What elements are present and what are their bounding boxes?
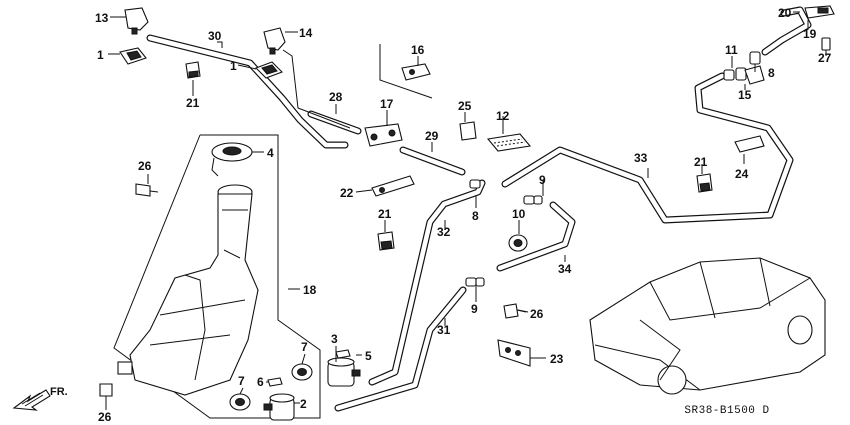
callout-2: 2 [300, 397, 307, 411]
callout-1: 1 [97, 48, 104, 62]
callout-5: 5 [365, 349, 372, 363]
callout-19: 19 [803, 27, 817, 41]
callout-3: 3 [331, 332, 338, 346]
callout-4: 4 [267, 146, 274, 160]
callout-8: 8 [768, 66, 775, 80]
callout-10: 10 [512, 207, 526, 221]
callout-26: 26 [138, 159, 152, 173]
callout-28: 28 [329, 90, 343, 104]
grommet-1-right [255, 61, 283, 79]
callout-labels: 13 1 30 14 1 21 28 17 16 25 12 29 20 19 … [95, 6, 832, 424]
pump-3 [327, 357, 361, 387]
connector-23 [497, 339, 531, 367]
joint-11 [723, 67, 747, 81]
callout-20: 20 [778, 6, 792, 20]
bolt-26-c [99, 383, 113, 405]
clip-21-a [185, 61, 201, 79]
callout-11: 11 [725, 43, 738, 57]
callout-18: 18 [303, 283, 317, 297]
callout-14: 14 [299, 26, 313, 40]
nozzle-14 [263, 27, 286, 55]
cap-4 [211, 142, 253, 177]
front-arrow-icon [12, 389, 51, 411]
bolt-26-a [135, 183, 159, 197]
bracket-16 [401, 63, 431, 81]
clip-25 [459, 121, 477, 141]
callout-7-b: 7 [238, 374, 245, 388]
callout-24: 24 [735, 167, 749, 181]
callout-21-b: 21 [378, 207, 392, 221]
connector-8-b [749, 51, 761, 65]
nozzle-19 [804, 5, 835, 19]
leader-lines [105, 11, 827, 410]
hose-33 [501, 72, 794, 224]
check-valve-9-b [465, 277, 485, 287]
nut-27 [821, 37, 831, 51]
callout-26-c: 26 [98, 410, 112, 424]
check-valve-9-a [523, 195, 543, 205]
connector-8-a [469, 179, 481, 189]
callout-8-b: 8 [472, 209, 479, 223]
front-direction-label: FR. [50, 386, 68, 398]
seal-6 [267, 377, 283, 387]
clip-24 [734, 135, 765, 153]
hose-31 [334, 286, 467, 412]
car-silhouette [589, 257, 826, 395]
bracket-22 [371, 175, 415, 197]
clip-21-c [696, 173, 713, 193]
grommet-7-a [291, 363, 313, 381]
callout-21-c: 21 [694, 155, 708, 169]
hose-30 [146, 34, 349, 149]
callout-17: 17 [380, 97, 394, 111]
bracket-16-line [379, 44, 433, 99]
grommet-10 [508, 234, 528, 252]
seal-5 [335, 349, 351, 359]
callout-15: 15 [738, 88, 752, 102]
hose-14-line [282, 49, 351, 129]
nozzle-13 [124, 7, 149, 35]
callout-29: 29 [425, 129, 439, 143]
callout-34: 34 [558, 262, 572, 276]
grommet-7-b [229, 393, 251, 411]
callout-9-b: 9 [471, 302, 478, 316]
callout-12: 12 [496, 109, 510, 123]
callout-31: 31 [437, 323, 451, 337]
clip-21-b [377, 231, 395, 251]
callout-30: 30 [208, 29, 222, 43]
callout-1-b: 1 [230, 59, 237, 73]
callout-16: 16 [411, 43, 425, 57]
hose-32 [368, 179, 486, 386]
callout-7: 7 [301, 340, 308, 354]
hose-34 [496, 201, 576, 272]
pad-12 [486, 133, 532, 152]
callout-32: 32 [437, 225, 451, 239]
callout-33: 33 [634, 151, 648, 165]
callout-6: 6 [257, 375, 264, 389]
callout-21: 21 [186, 96, 200, 110]
callout-27: 27 [818, 51, 832, 65]
hose-29 [399, 146, 466, 176]
callout-9: 9 [539, 173, 546, 187]
diagram-code: SR38-B1500 D [684, 405, 769, 417]
joint-17 [364, 123, 403, 147]
reservoir-tank-18 [113, 134, 321, 419]
callout-13: 13 [95, 11, 109, 25]
pump-2 [263, 393, 295, 421]
callout-26-b: 26 [530, 307, 544, 321]
callout-22: 22 [340, 186, 354, 200]
callout-25: 25 [458, 99, 472, 113]
callout-23: 23 [550, 352, 564, 366]
grommet-1-left [119, 47, 147, 65]
